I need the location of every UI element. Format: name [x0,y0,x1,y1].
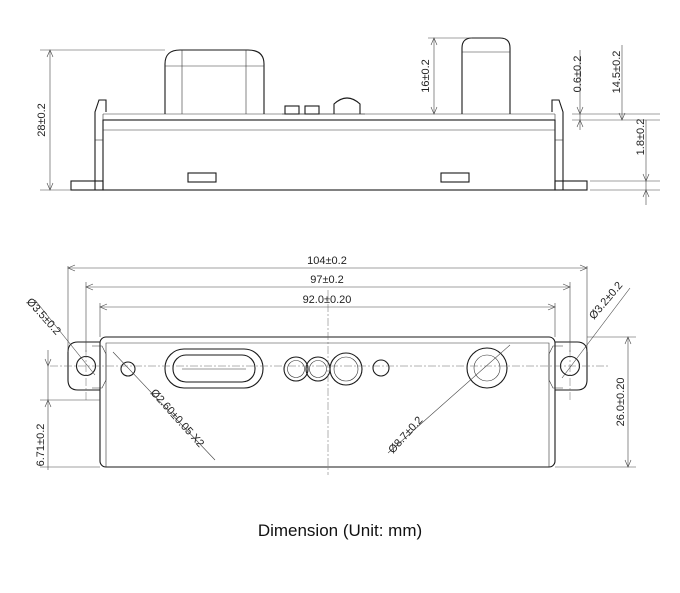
width-holes-label: 97±0.2 [310,274,344,286]
top-circle-1 [283,356,309,382]
side-led-dome [333,97,361,114]
drawing-caption: Dimension (Unit: mm) [257,521,423,540]
dim-flange-label: 1.8±0.2 [635,119,647,156]
hole-offset-label: 6.71±0.2 [35,424,47,467]
side-body [102,119,556,191]
top-body [99,336,556,468]
top-view: 104±0.2 97±0.2 92.0±0.20 26.0±0.20 6.71±… [24,255,636,475]
side-slot-left [187,172,217,183]
width-body-label: 92.0±0.20 [303,294,352,306]
side-component [284,105,300,115]
side-flange-right [554,180,588,191]
hole-right-label: Ø3.2±0.2 [587,280,625,322]
top-hole-small [120,361,136,377]
side-cap-tall [461,37,511,114]
side-cap-large [164,49,265,114]
top-circle-3 [329,352,363,386]
height-cap-label: 16±0.2 [420,59,432,93]
side-slot-right [440,172,470,183]
top-hole-large [466,347,508,389]
dim-small-1-label: 0.6±0.2 [572,56,584,93]
top-circle-4 [372,359,390,377]
top-oblong-slot [164,348,264,389]
height-total-label: 28±0.2 [36,103,48,137]
hole-large-label: Ø8.7±0.2 [386,414,425,456]
side-flange-left [70,180,104,191]
dim-small-2-label: 14.5±0.2 [611,51,623,94]
side-view: 28±0.2 16±0.2 0.6±0.2 14.5±0.2 1.8±0.2 [36,37,660,205]
hole-left-label: Ø3.5±0.2 [24,296,63,338]
hole-small-label: Ø2.60±0.05 X2 [148,387,206,450]
height-body-label: 26.0±0.20 [615,378,627,427]
width-overall-label: 104±0.2 [307,255,347,267]
